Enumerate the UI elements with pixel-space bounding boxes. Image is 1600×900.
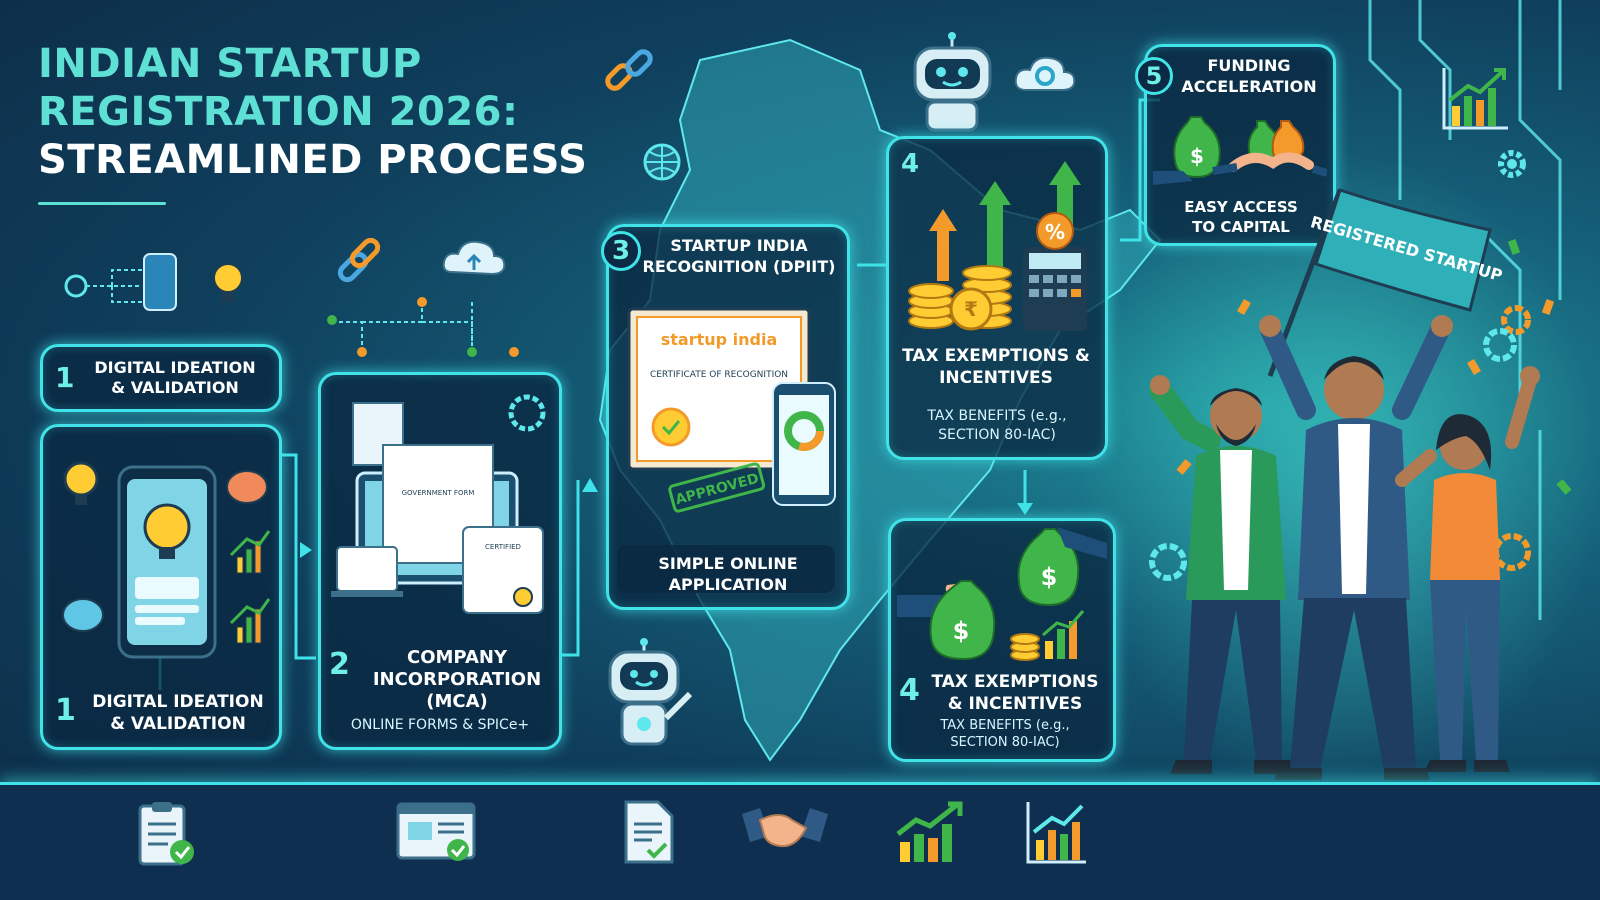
bar-chart-icon [1026, 802, 1086, 864]
title-underline [38, 202, 166, 205]
robot-assistant-icon [608, 638, 693, 746]
step5-label: FUNDING ACCELERATION [1181, 56, 1317, 96]
step4-bottom-label: TAX EXEMPTIONS & INCENTIVES [931, 672, 1099, 714]
chain-link-icon [605, 49, 653, 91]
step4-sub: TAX BENEFITS (e.g., SECTION 80-IAC) [927, 408, 1067, 443]
cloud-upload-network-icons [327, 237, 519, 357]
celebrating-founders-illustration: REGISTERED STARTUP [1149, 188, 1572, 780]
checklist-icon [138, 802, 194, 866]
funding-dollar-symbol: $ [1190, 144, 1204, 168]
step1-bottom-label: DIGITAL IDEATION & VALIDATION [92, 692, 264, 734]
page-title: INDIAN STARTUP REGISTRATION 2026: STREAM… [38, 40, 638, 184]
step3-label: STARTUP INDIA RECOGNITION (DPIIT) [642, 236, 836, 276]
step4-bottom-sub: TAX BENEFITS (e.g., SECTION 80-IAC) [940, 718, 1070, 750]
gear-icon [1498, 150, 1526, 178]
rupee-symbol: ₹ [964, 297, 978, 321]
funding-illustration: $ [1153, 116, 1327, 185]
robot-icon [913, 32, 992, 132]
browser-certificate-icon [396, 802, 476, 861]
growth-chart-icon [896, 801, 963, 862]
step2-label: COMPANY INCORPORATION (MCA) [372, 647, 542, 712]
step2-panel: GOVERNMENT FORM CERTIFIED 2 COMPANY INCO… [318, 372, 562, 750]
certificate-brand: startup india [661, 330, 778, 349]
step1-panel: 1 DIGITAL IDEATION & VALIDATION [40, 424, 282, 750]
title-line-3: STREAMLINED PROCESS [38, 137, 588, 183]
step4-panel: 4 ₹ % TAX EXEMPTIONS & INCENTIVES TAX BE… [886, 136, 1108, 460]
certified-text: CERTIFIED [485, 543, 521, 551]
certificate-illustration: startup india CERTIFICATE OF RECOGNITION… [627, 307, 836, 513]
step5-panel: 5 FUNDING ACCELERATION $ EASY ACCESS TO … [1135, 44, 1336, 246]
title-line-2: REGISTRATION 2026: [38, 89, 519, 135]
growth-chart-top-icon [1442, 68, 1508, 130]
founder-center [1259, 315, 1453, 780]
registered-startup-flag [1314, 188, 1492, 312]
approved-stamp: APPROVED [674, 471, 761, 509]
ideation-illustration [62, 461, 271, 659]
founder-right [1395, 366, 1540, 772]
incorporation-illustration: GOVERNMENT FORM CERTIFIED [331, 394, 546, 614]
step3-sub: SIMPLE ONLINE APPLICATION [658, 554, 798, 594]
tax-coins-illustration: ₹ % [908, 161, 1087, 331]
step2-sub: ONLINE FORMS & SPICe+ [350, 717, 530, 733]
document-check-icon [624, 800, 674, 864]
step1-label-box: 1 DIGITAL IDEATION & VALIDATION [40, 344, 282, 412]
title-line-1: INDIAN STARTUP [38, 41, 422, 87]
cloud-gear-icon [1014, 56, 1076, 91]
dollar-symbol-right: $ [1041, 563, 1058, 591]
step1-label: DIGITAL IDEATION & VALIDATION [94, 358, 256, 397]
step4-bottom-number: 4 [899, 673, 920, 708]
dollar-symbol-left: $ [953, 617, 970, 645]
step3-panel: 3 STARTUP INDIA RECOGNITION (DPIIT) star… [601, 224, 850, 610]
step4-number: 4 [901, 149, 920, 179]
step5-number: 5 [1135, 57, 1173, 95]
step3-number: 3 [601, 231, 641, 271]
handshake-icon [742, 808, 828, 848]
certificate-title: CERTIFICATE OF RECOGNITION [650, 370, 788, 380]
percent-symbol: % [1045, 220, 1065, 244]
founder-left [1149, 375, 1296, 774]
government-form-text: GOVERNMENT FORM [402, 489, 475, 497]
globe-network-icon [643, 143, 681, 181]
money-bags-illustration: $ $ [897, 527, 1107, 661]
step5-sub: EASY ACCESS TO CAPITAL [1184, 198, 1298, 236]
step4-label: TAX EXEMPTIONS & INCENTIVES [902, 346, 1090, 388]
step4-bottom-panel: $ $ 4 TAX EXEMPTIONS & INCENTIVES TAX BE… [888, 518, 1116, 762]
idea-network-icons [64, 253, 243, 311]
bottom-icon-strip [0, 782, 1600, 900]
step1-number: 1 [55, 361, 75, 394]
step2-number: 2 [329, 647, 350, 682]
step3-footer [617, 545, 835, 593]
step1-bottom-number: 1 [55, 693, 76, 728]
